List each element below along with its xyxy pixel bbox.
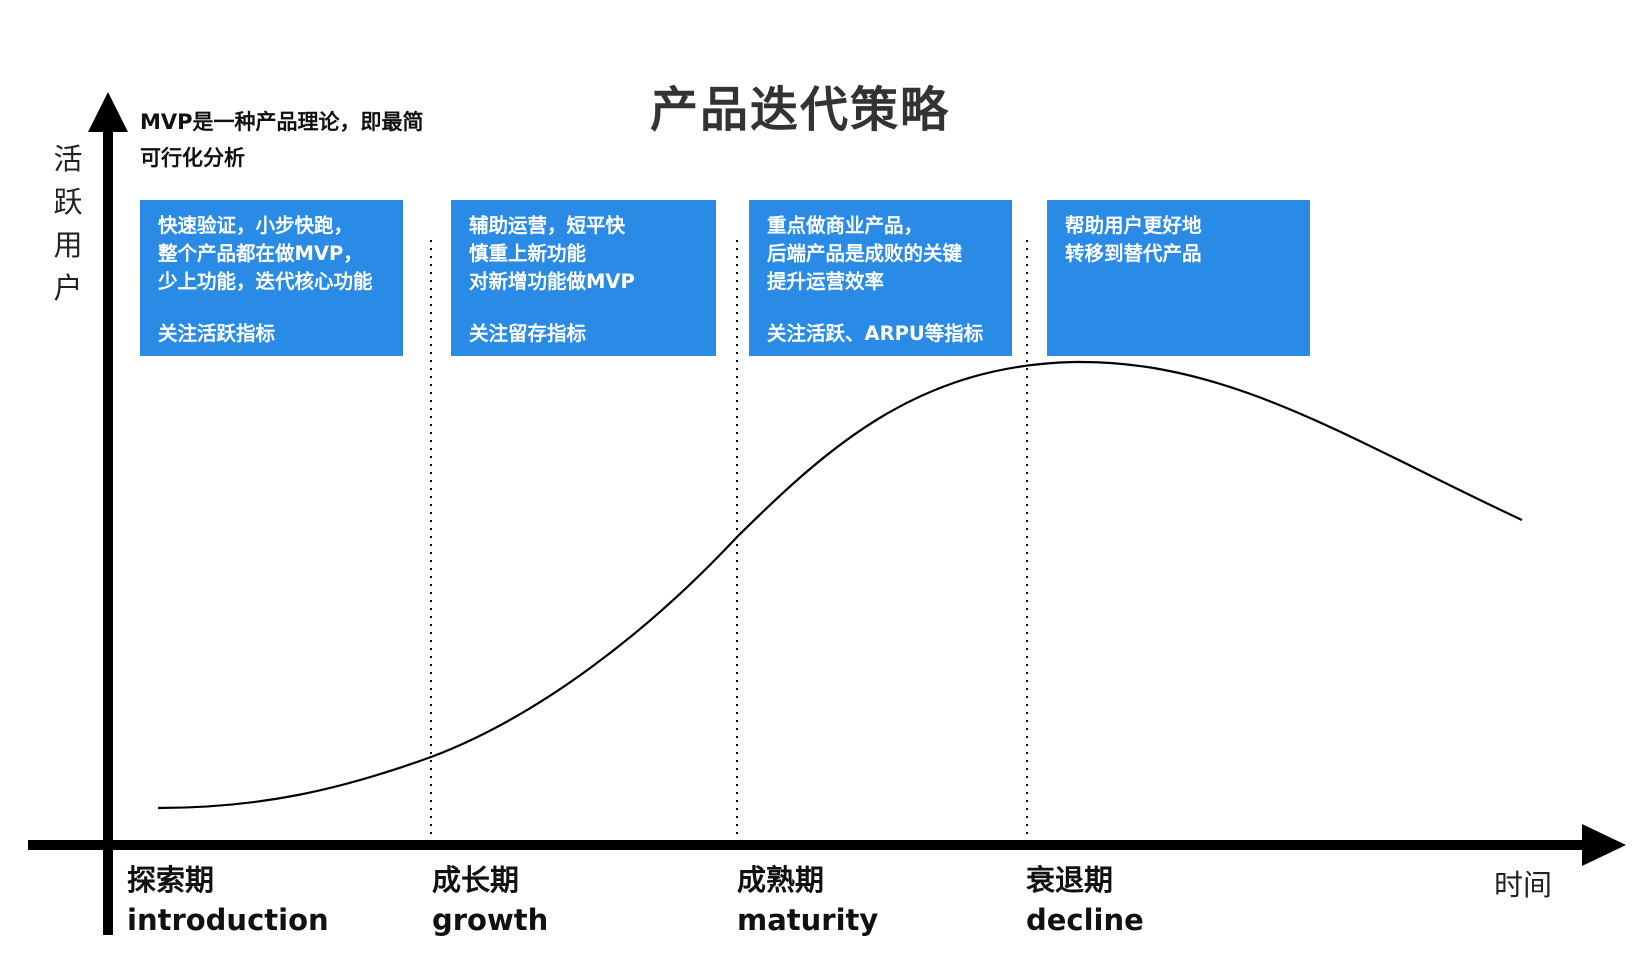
phase-name-cn: 成熟期 xyxy=(737,863,825,897)
chart-title: 产品迭代策略 xyxy=(649,82,950,138)
strategy-line: 转移到替代产品 xyxy=(1065,242,1202,265)
mvp-note: MVP是一种产品理论，即最简可行化分析 xyxy=(140,110,424,170)
phase-name-en: maturity xyxy=(737,903,879,937)
strategy-line: 少上功能，迭代核心功能 xyxy=(158,270,373,293)
x-axis-label: 时间 xyxy=(1494,868,1553,902)
phase-label-decline: 衰退期 decline xyxy=(1026,860,1144,940)
y-axis-arrow-icon xyxy=(88,92,128,132)
phase-name-en: decline xyxy=(1026,903,1144,937)
strategy-box-decline: 帮助用户更好地 转移到替代产品 xyxy=(1047,200,1310,356)
phase-label-introduction: 探索期 introduction xyxy=(127,860,329,940)
strategy-line: 重点做商业产品， xyxy=(767,214,924,237)
strategy-line: 后端产品是成败的关键 xyxy=(767,242,963,265)
y-axis-label-char: 用 xyxy=(53,228,83,262)
strategy-line: 对新增功能做MVP xyxy=(469,270,635,293)
phase-name-cn: 衰退期 xyxy=(1026,863,1114,897)
strategy-box-growth: 辅助运营，短平快 慎重上新功能 对新增功能做MVP 关注留存指标 xyxy=(451,200,716,356)
strategy-line: 慎重上新功能 xyxy=(469,242,587,265)
phase-name-cn: 成长期 xyxy=(432,863,520,897)
phase-name-cn: 探索期 xyxy=(127,863,215,897)
lifecycle-curve xyxy=(157,360,1523,810)
strategy-box-maturity: 重点做商业产品， 后端产品是成败的关键 提升运营效率 关注活跃、ARPU等指标 xyxy=(749,200,1012,356)
focus-metric: 关注活跃、ARPU等指标 xyxy=(767,322,984,345)
x-axis-arrow-icon xyxy=(1582,824,1626,866)
phase-name-en: introduction xyxy=(127,903,329,937)
phase-name-en: growth xyxy=(432,903,549,937)
strategy-line: 整个产品都在做MVP， xyxy=(158,242,363,265)
strategy-line: 快速验证，小步快跑， xyxy=(158,214,354,237)
strategy-line: 帮助用户更好地 xyxy=(1065,214,1202,237)
strategy-line: 辅助运营，短平快 xyxy=(469,214,626,237)
y-axis-label-char: 跃 xyxy=(53,185,83,219)
focus-metric: 关注活跃指标 xyxy=(158,322,276,345)
phase-label-growth: 成长期 growth xyxy=(432,860,548,940)
phase-label-maturity: 成熟期 maturity xyxy=(737,860,878,940)
y-axis-label-char: 活 xyxy=(53,142,83,176)
focus-metric: 关注留存指标 xyxy=(469,322,587,345)
strategy-line: 提升运营效率 xyxy=(767,270,885,293)
strategy-box-introduction: 快速验证，小步快跑， 整个产品都在做MVP， 少上功能，迭代核心功能 关注活跃指… xyxy=(140,200,403,356)
y-axis-label-char: 户 xyxy=(53,271,83,305)
y-axis-label: 活跃用户 xyxy=(48,138,88,310)
